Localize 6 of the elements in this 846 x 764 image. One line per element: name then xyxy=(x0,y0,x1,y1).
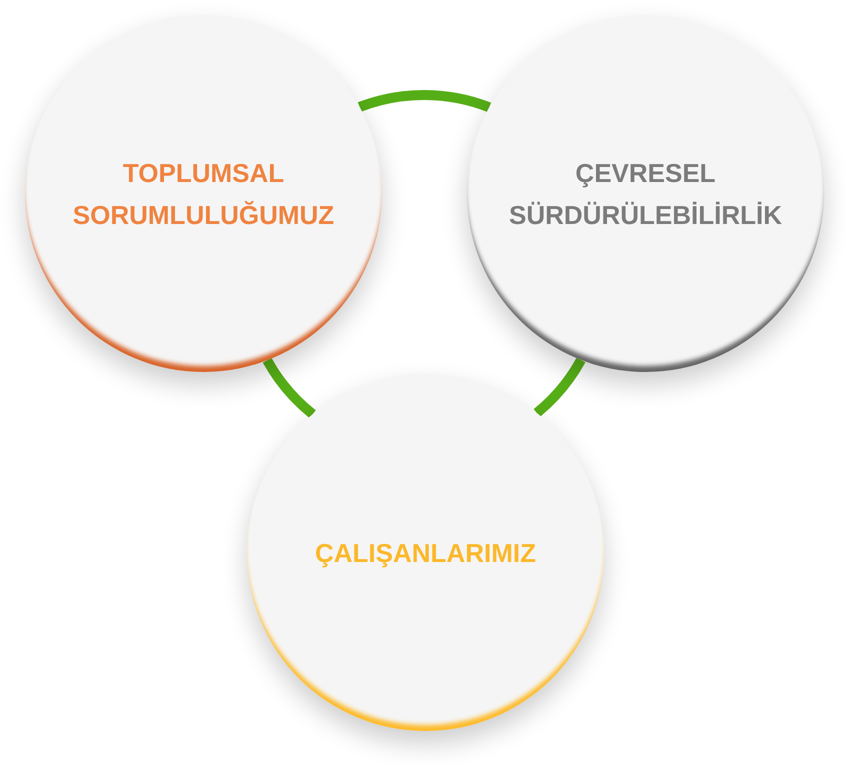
connector-arc xyxy=(358,90,491,112)
circle-label: ÇEVRESEL SÜRDÜRÜLEBİLİRLİK xyxy=(508,156,783,232)
connector-arc xyxy=(262,358,316,418)
connector-arc xyxy=(533,357,586,417)
circle-label: ÇALIŞANLARIMIZ xyxy=(314,536,537,570)
circle-label: TOPLUMSAL SORUMLULUĞUMUZ xyxy=(72,156,336,232)
